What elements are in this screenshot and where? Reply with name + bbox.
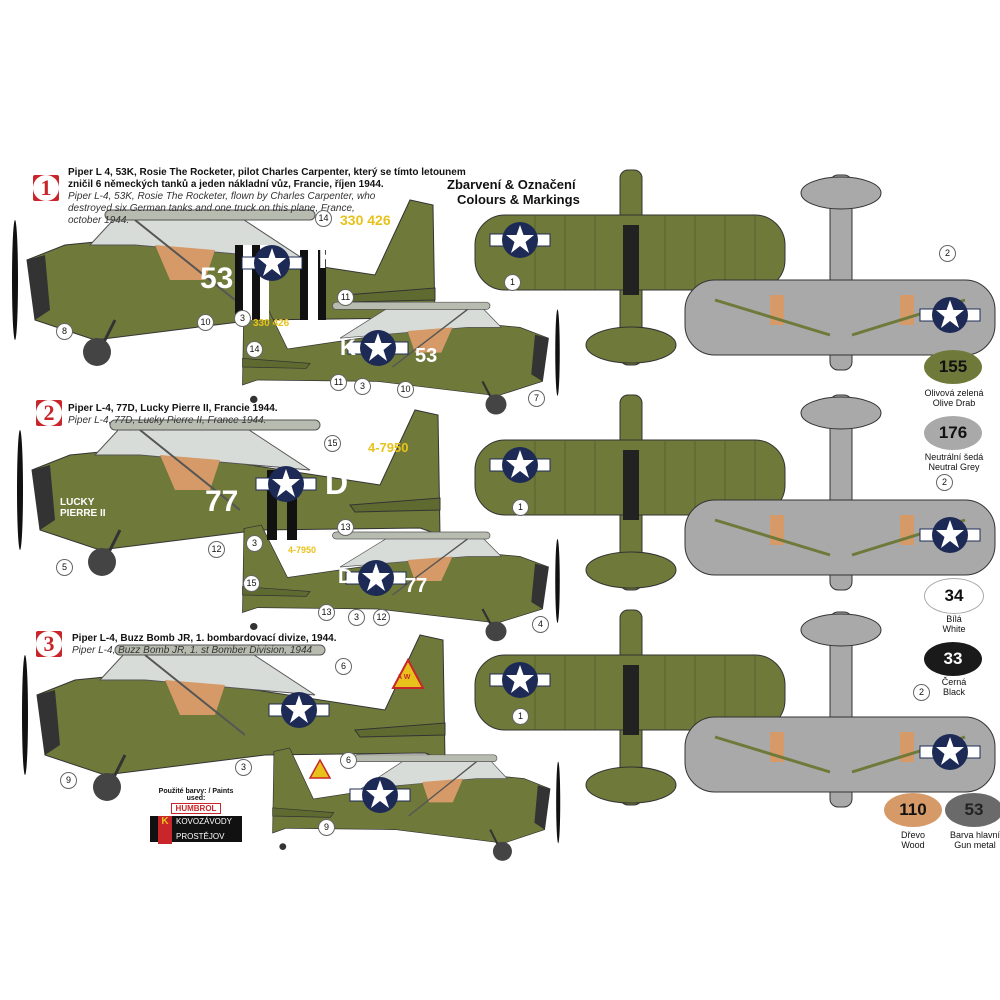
- callout-number: 14: [315, 210, 332, 227]
- callout-number: 3: [246, 535, 263, 552]
- nose-art-2: LUCKY PIERRE II: [60, 497, 106, 519]
- scheme-badge-3: 3: [36, 631, 62, 657]
- caption-en: Piper L-4, 77D, Lucky Pierre II, France …: [68, 415, 267, 426]
- caption-en: Piper L-4, Buzz Bomb JR, 1. st Bomber Di…: [72, 645, 313, 656]
- caption-cz: Piper L-4, Buzz Bomb JR, 1. bombardovací…: [72, 633, 337, 644]
- caption-en: Piper L-4, 53K, Rosie The Rocketer, flow…: [68, 191, 376, 226]
- callout-number: 10: [197, 314, 214, 331]
- humbrol-logo: HUMBROL: [171, 803, 221, 814]
- callout-number: 15: [324, 435, 341, 452]
- callout-number: 5: [56, 559, 73, 576]
- section-title: Zbarvení & Označení Colours & Markings: [447, 177, 580, 207]
- paint-chip-33: 33: [924, 642, 982, 676]
- serial-1: 330 426: [340, 212, 391, 228]
- callout-number: 1: [512, 708, 529, 725]
- callout-number: 2: [936, 474, 953, 491]
- callout-number: 1: [512, 499, 529, 516]
- title-en: Colours & Markings: [457, 192, 580, 207]
- code-big-1-small: 53: [415, 345, 438, 367]
- serial-2-small: 4-7950: [288, 545, 317, 555]
- scheme-caption-1: Piper L 4, 53K, Rosie The Rocketer, pilo…: [68, 167, 468, 227]
- serial-2: 4-7950: [368, 440, 409, 455]
- paint-chip-176: 176: [924, 416, 982, 450]
- callout-number: 7: [528, 390, 545, 407]
- scheme-badge-1: 1: [33, 175, 59, 201]
- serial-1-small: 330 426: [253, 318, 290, 329]
- code-letter-2: D: [325, 465, 349, 501]
- scheme-caption-2: Piper L-4, 77D, Lucky Pierre II, Francie…: [68, 403, 368, 427]
- paints-used-block: Použité barvy: / Paints used: HUMBROL K …: [150, 788, 242, 844]
- code-letter-1-small: K: [340, 335, 356, 360]
- callout-number: 2: [939, 245, 956, 262]
- callout-number: 2: [913, 684, 930, 701]
- paint-chip-53: 53: [945, 793, 1000, 827]
- code-big-2-small: 77: [405, 575, 428, 597]
- callout-number: 12: [373, 609, 390, 626]
- callout-number: 10: [397, 381, 414, 398]
- callout-number: 3: [354, 378, 371, 395]
- callout-number: 13: [337, 519, 354, 536]
- code-big-2: 77: [205, 485, 239, 518]
- tail-badge-3: A W: [397, 674, 411, 681]
- code-letter-2-small: D: [338, 566, 353, 588]
- callout-number: 11: [330, 374, 347, 391]
- title-cz: Zbarvení & Označení: [447, 177, 576, 192]
- caption-cz: Piper L 4, 53K, Rosie The Rocketer, pilo…: [68, 167, 466, 190]
- caption-cz: Piper L-4, 77D, Lucky Pierre II, Francie…: [68, 403, 278, 414]
- scheme-badge-2: 2: [36, 400, 62, 426]
- callout-number: 13: [318, 604, 335, 621]
- k-shield-icon: K: [158, 816, 172, 844]
- callout-number: 9: [318, 819, 335, 836]
- paint-chip-155: 155: [924, 350, 982, 384]
- paint-chip-110: 110: [884, 793, 942, 827]
- callout-number: 1: [504, 274, 521, 291]
- paint-chip-34: 34: [924, 578, 984, 614]
- callout-number: 3: [348, 609, 365, 626]
- callout-number: 3: [234, 310, 251, 327]
- callout-number: 14: [246, 341, 263, 358]
- callout-number: 12: [208, 541, 225, 558]
- callout-number: 11: [337, 289, 354, 306]
- callout-number: 15: [243, 575, 260, 592]
- side-view-small-3: [271, 746, 562, 862]
- callout-number: 6: [340, 752, 357, 769]
- paints-used-label: Použité barvy: / Paints used:: [158, 788, 234, 802]
- scheme-caption-3: Piper L-4, Buzz Bomb JR, 1. bombardovací…: [72, 633, 372, 657]
- code-big-1: 53: [200, 262, 234, 295]
- callout-number: 9: [60, 772, 77, 789]
- code-letter-1: K: [318, 238, 343, 276]
- callout-number: 3: [235, 759, 252, 776]
- callout-number: 4: [532, 616, 549, 633]
- callout-number: 8: [56, 323, 73, 340]
- callout-number: 6: [335, 658, 352, 675]
